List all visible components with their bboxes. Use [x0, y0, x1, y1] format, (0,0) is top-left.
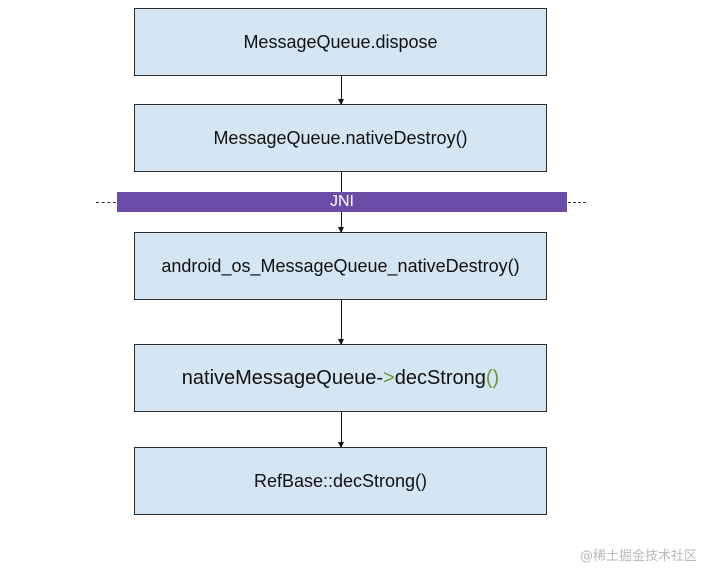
node-label-part: decStrong	[394, 366, 486, 389]
messagequeue-dispose-node: MessageQueue.dispose	[134, 8, 547, 76]
android-os-messagequeue-nativedestroy-node: android_os_MessageQueue_nativeDestroy()	[134, 232, 547, 300]
node-label: nativeMessageQueue->decStrong()	[182, 367, 499, 390]
messagequeue-nativedestroy-node: MessageQueue.nativeDestroy()	[134, 104, 547, 172]
watermark: @稀土掘金技术社区	[579, 549, 697, 564]
node-label: android_os_MessageQueue_nativeDestroy()	[161, 255, 520, 276]
refbase-decstrong-node: RefBase::decStrong()	[134, 447, 547, 515]
jni-boundary-dash-left	[96, 202, 116, 203]
flow-arrow	[338, 412, 344, 448]
jni-boundary-band: JNI	[117, 192, 567, 212]
node-label: MessageQueue.dispose	[243, 31, 438, 52]
flow-arrow	[338, 300, 344, 345]
node-label-arrow-part: >	[383, 366, 395, 389]
jni-label: JNI	[330, 193, 354, 210]
jni-boundary-dash-right	[568, 202, 586, 203]
node-label: RefBase::decStrong()	[253, 470, 428, 491]
node-label-parens-part: ()	[485, 366, 500, 389]
node-label-part: nativeMessageQueue-	[181, 366, 384, 389]
nativemessagequeue-decstrong-node: nativeMessageQueue->decStrong()	[134, 344, 547, 412]
node-label: MessageQueue.nativeDestroy()	[213, 127, 468, 148]
flow-arrow	[338, 76, 344, 105]
